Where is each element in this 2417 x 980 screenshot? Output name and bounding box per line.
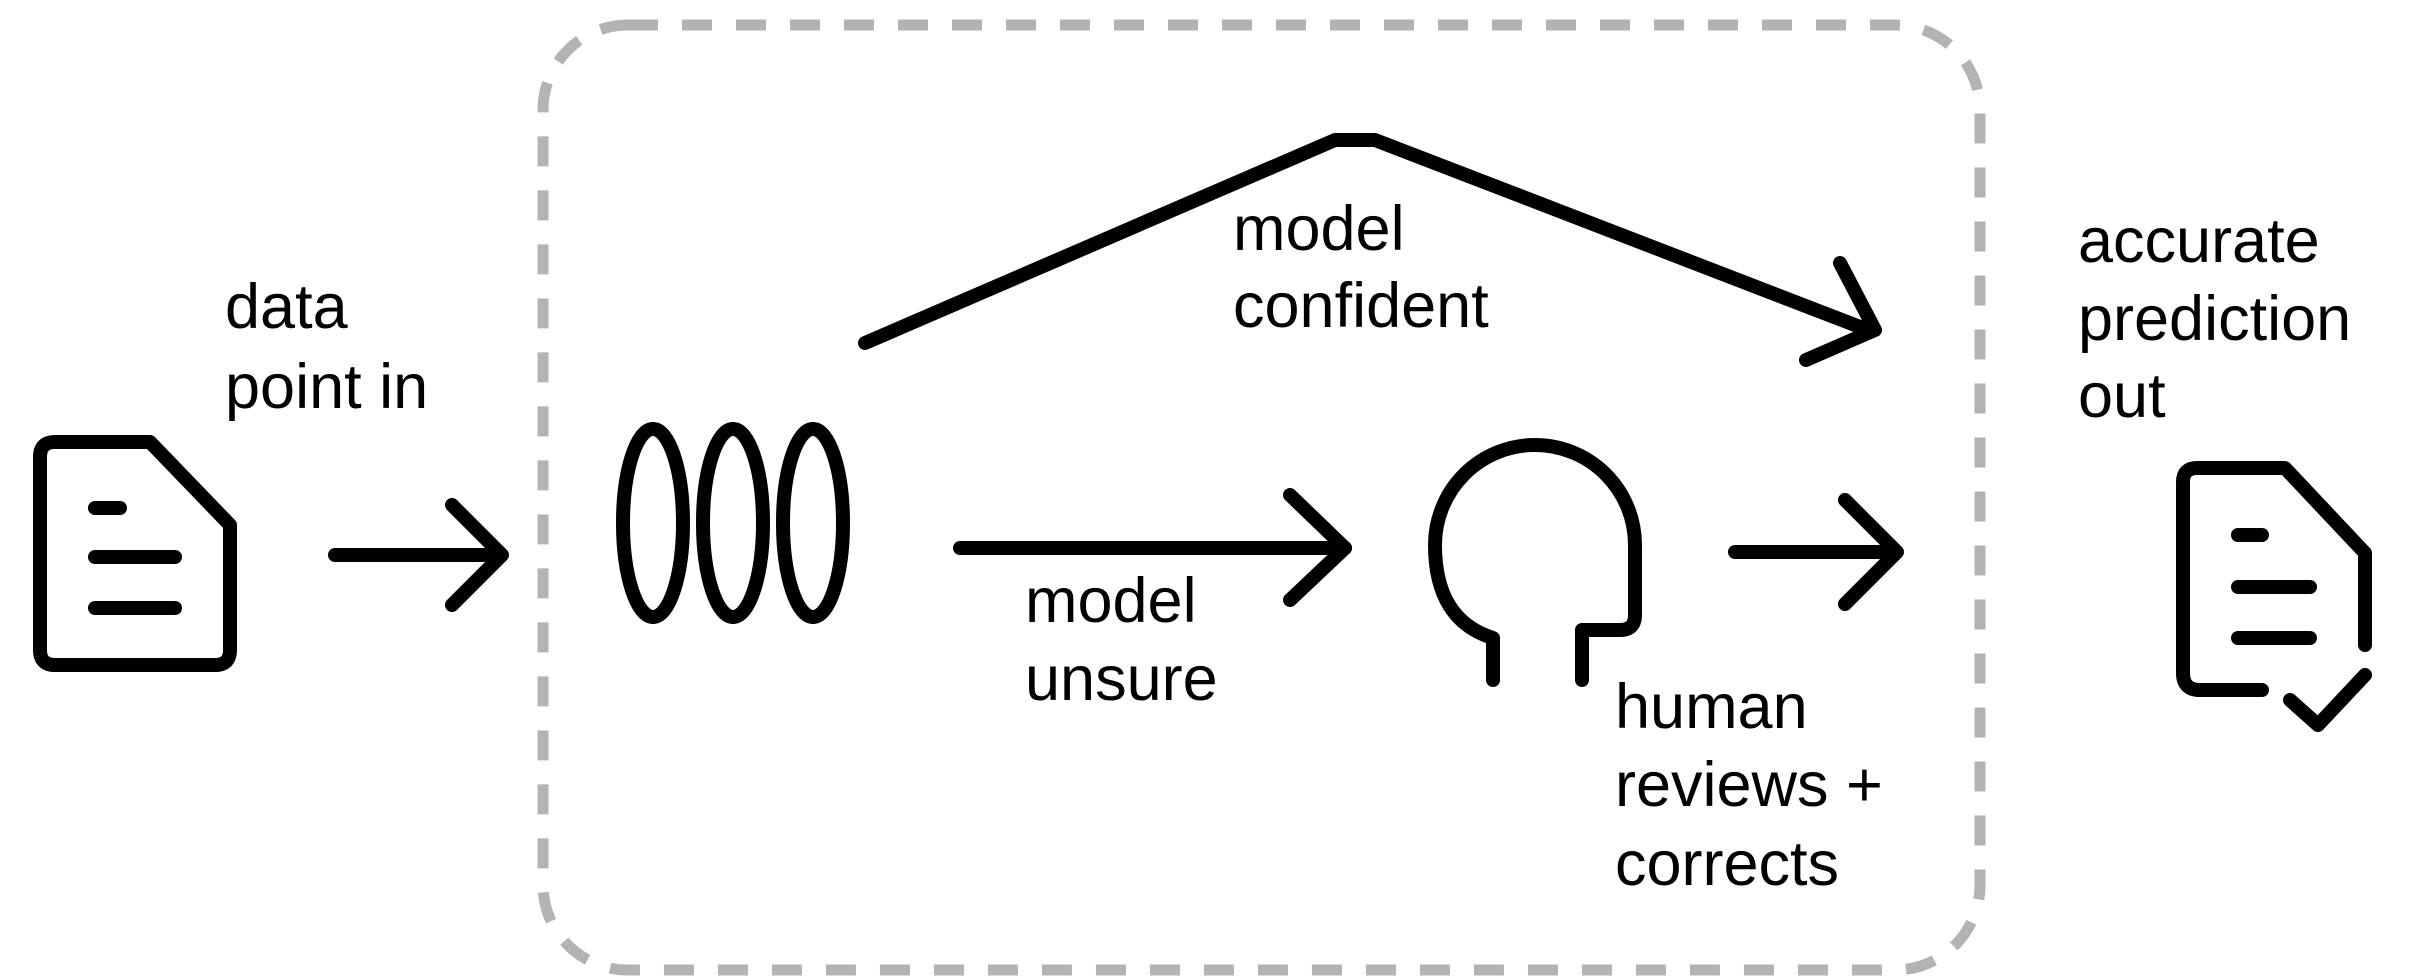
human-label-line: reviews + (1615, 750, 1883, 820)
input-arrow (328, 498, 509, 612)
output-label-line: out (2078, 361, 2166, 431)
confident-arrow (858, 133, 1882, 367)
human-label-line: corrects (1615, 829, 1839, 899)
system-boundary (537, 19, 1986, 976)
unsure-arrow (953, 488, 1352, 607)
input-label: data point in (225, 272, 428, 422)
confident-label-line: confident (1233, 271, 1489, 341)
unsure-label-line: unsure (1025, 644, 1218, 714)
document-icon (33, 435, 237, 672)
document-check-icon (2176, 461, 2372, 732)
output-label: accurate prediction out (2078, 206, 2369, 431)
model-coil-icon (616, 422, 850, 624)
unsure-label-line: model (1025, 566, 1197, 636)
human-head-icon (1428, 438, 1642, 687)
confident-label: model confident (1233, 194, 1489, 341)
output-label-line: accurate (2078, 206, 2320, 276)
confident-label-line: model (1233, 194, 1405, 264)
human-label-line: human (1615, 672, 1808, 742)
review-arrow (1728, 493, 1904, 611)
output-label-line: prediction (2078, 284, 2351, 354)
input-label-line: data (225, 272, 349, 342)
human-label: human reviews + corrects (1615, 672, 1900, 899)
unsure-label: model unsure (1025, 566, 1218, 714)
input-label-line: point in (225, 352, 428, 422)
